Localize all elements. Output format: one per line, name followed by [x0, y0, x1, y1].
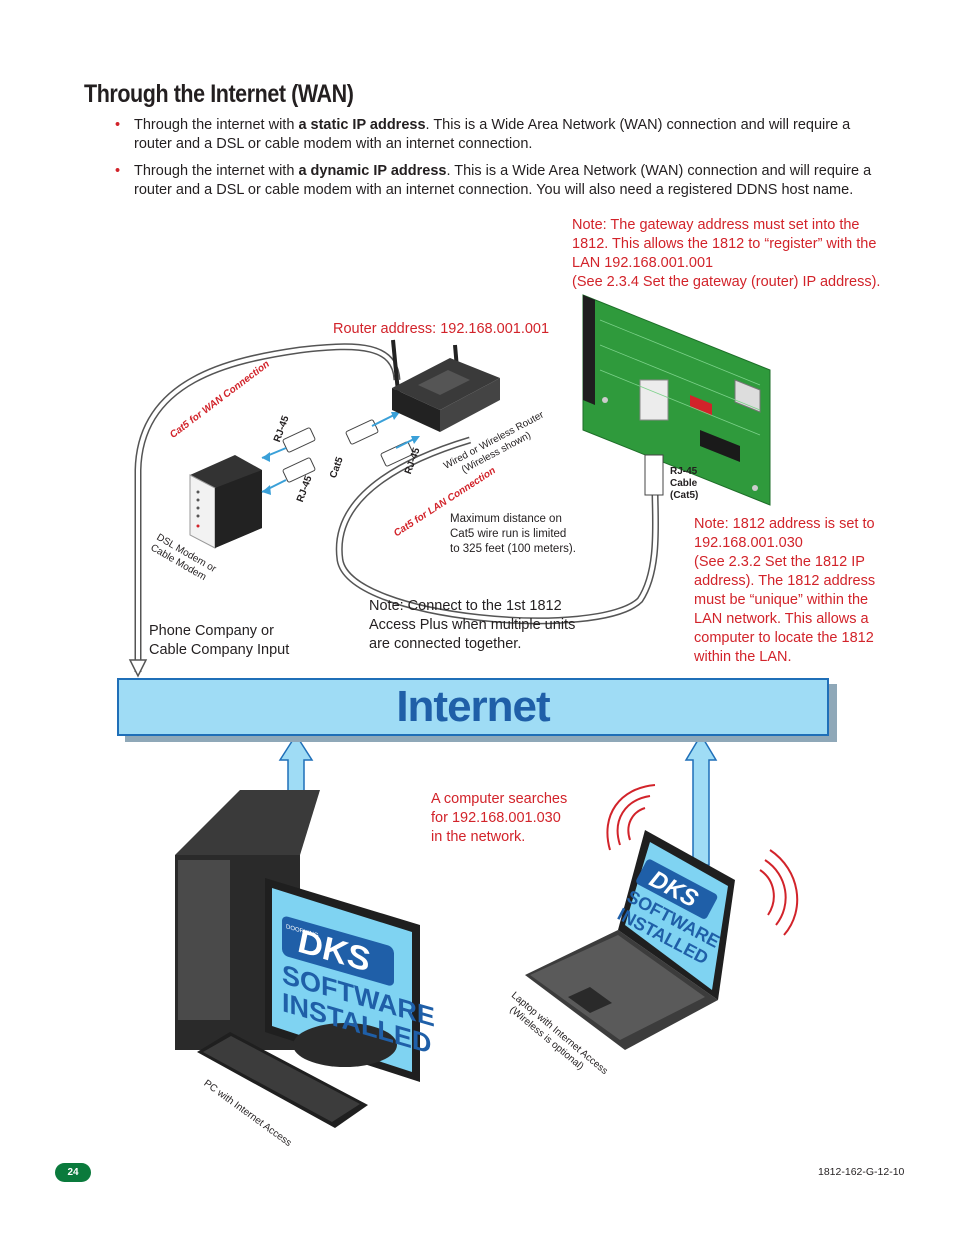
computer-search-note: A computer searches for 192.168.001.030 … — [431, 790, 567, 847]
wireless-waves-icon — [606, 784, 799, 936]
modem-icon — [189, 455, 262, 549]
dks-logo-pc-icon: DKS DOORKING SOFTWARE INSTALLED — [282, 916, 435, 1060]
rj45-cable-line: (Cat5) — [670, 490, 699, 501]
page-title: Through the Internet (WAN) — [84, 80, 354, 108]
lan-cable-inner — [337, 438, 658, 623]
rj45-plugs-icon — [261, 412, 420, 495]
internet-box: Internet — [117, 678, 829, 736]
circuit-board-icon — [582, 294, 771, 506]
note-line: for 192.168.001.030 — [431, 810, 561, 826]
note-line: A computer searches — [431, 791, 568, 807]
note-line: within the LAN. — [694, 649, 792, 665]
note-line: (See 2.3.2 Set the 1812 IP — [694, 554, 865, 570]
note-line: 1812. This allows the 1812 to “register”… — [572, 236, 877, 252]
page-number-badge: 24 — [55, 1163, 91, 1182]
bullet-static-ip: Through the internet with a static IP ad… — [115, 116, 875, 154]
bullet-dynamic-ip: Through the internet with a dynamic IP a… — [115, 162, 875, 200]
note-line: are connected together. — [369, 636, 522, 652]
arrow-up-pc-icon — [278, 733, 314, 801]
note-line: LAN 192.168.001.001 — [572, 255, 714, 271]
max-distance-note: Maximum distance on Cat5 wire run is lim… — [450, 512, 576, 557]
bullet-text: Through the internet with — [134, 163, 299, 179]
internet-label: Internet — [396, 682, 550, 731]
bullet-bold: a dynamic IP address — [298, 163, 447, 179]
note-line: must be “unique” within the — [694, 592, 869, 608]
address-1812-note: Note: 1812 address is set to 192.168.001… — [694, 515, 894, 667]
note-line: Maximum distance on — [450, 513, 562, 525]
note-line: Access Plus when multiple units — [369, 617, 576, 633]
keyboard-icon — [197, 1032, 368, 1128]
bullet-text: Through the internet with — [134, 117, 299, 133]
rj45-cable-label: RJ-45 Cable (Cat5) — [670, 466, 698, 502]
note-line: Note: Connect to the 1st 1812 — [369, 598, 562, 614]
bullet-bold: a static IP address — [298, 117, 426, 133]
note-line: to 325 feet (100 meters). — [450, 543, 576, 555]
note-line: in the network. — [431, 829, 526, 845]
rj45-cable-line: Cable — [670, 478, 698, 489]
connect-first-note: Note: Connect to the 1st 1812 Access Plu… — [369, 597, 575, 654]
note-line: Cat5 wire run is limited — [450, 528, 567, 540]
wan-cable-inner — [136, 344, 399, 672]
note-line: Note: The gateway address must set into … — [572, 217, 860, 233]
gateway-note: Note: The gateway address must set into … — [572, 216, 892, 292]
bullet-text: . This is a Wide Area Network (WAN) conn… — [134, 163, 872, 198]
board-plug-icon — [644, 454, 664, 496]
arrow-down-icon — [128, 659, 148, 678]
router-icon — [391, 339, 500, 432]
note-line: Cable Company Input — [149, 642, 290, 658]
document-number: 1812-162-G-12-10 — [818, 1166, 905, 1178]
bullet-list: Through the internet with a static IP ad… — [115, 116, 875, 208]
note-line: LAN network. This allows a — [694, 611, 869, 627]
bullet-text: . This is a Wide Area Network (WAN) conn… — [134, 117, 851, 152]
note-line: (See 2.3.4 Set the gateway (router) IP a… — [572, 274, 881, 290]
phone-company-note: Phone Company or Cable Company Input — [149, 622, 289, 660]
note-line: Note: 1812 address is set to — [694, 516, 875, 532]
note-line: 192.168.001.030 — [694, 535, 803, 551]
note-line: address). The 1812 address — [694, 573, 876, 589]
arrow-up-laptop-icon — [684, 733, 718, 866]
note-line: computer to locate the 1812 — [694, 630, 874, 646]
note-line: Phone Company or — [149, 623, 274, 639]
router-address-note: Router address: 192.168.001.001 — [333, 321, 550, 337]
rj45-cable-line: RJ-45 — [670, 466, 698, 477]
